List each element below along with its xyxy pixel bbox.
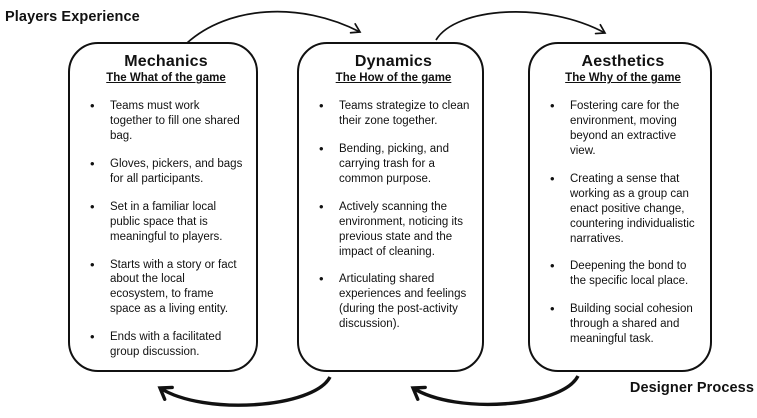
box-title-dynamics: Dynamics [354,53,433,70]
box-subtitle-aesthetics: The Why of the game [565,72,681,84]
bullet-item: Starts with a story or fact about the lo… [88,257,244,318]
box-dynamics: Dynamics The How of the game Teams strat… [297,42,484,372]
arrow-dynamics-to-aesthetics [435,11,607,41]
bullet-item: Articulating shared experiences and feel… [317,271,470,332]
box-subtitle-mechanics: The What of the game [106,72,226,84]
players-experience-label: Players Experience [5,9,140,25]
arrow-dynamics-to-mechanics [157,376,332,407]
box-title-mechanics: Mechanics [124,53,208,70]
bullet-item: Set in a familiar local public space tha… [88,199,244,245]
bullet-item: Building social cohesion through a share… [548,301,698,347]
arrow-aesthetics-to-dynamics [410,375,580,407]
box-aesthetics: Aesthetics The Why of the game Fostering… [528,42,712,372]
bullet-item: Fostering care for the environment, movi… [548,98,698,159]
bullet-item: Creating a sense that working as a group… [548,171,698,247]
bullet-item: Gloves, pickers, and bags for all partic… [88,156,244,187]
bullet-item: Teams must work together to fill one sha… [88,98,244,144]
bullet-item: Actively scanning the environment, notic… [317,199,470,260]
bullet-item: Bending, picking, and carrying trash for… [317,141,470,187]
bullet-list-mechanics: Teams must work together to fill one sha… [84,98,248,360]
box-title-aesthetics: Aesthetics [581,53,665,70]
box-mechanics: Mechanics The What of the game Teams mus… [68,42,258,372]
bullet-item: Deepening the bond to the specific local… [548,258,698,289]
box-subtitle-dynamics: The How of the game [335,72,452,84]
bullet-item: Teams strategize to clean their zone tog… [317,98,470,129]
bullet-item: Ends with a facilitated group discussion… [88,329,244,360]
bullet-list-aesthetics: Fostering care for the environment, movi… [544,98,702,347]
arrow-mechanics-to-dynamics [186,10,362,44]
designer-process-label: Designer Process [629,380,754,396]
bullet-list-dynamics: Teams strategize to clean their zone tog… [313,98,474,332]
